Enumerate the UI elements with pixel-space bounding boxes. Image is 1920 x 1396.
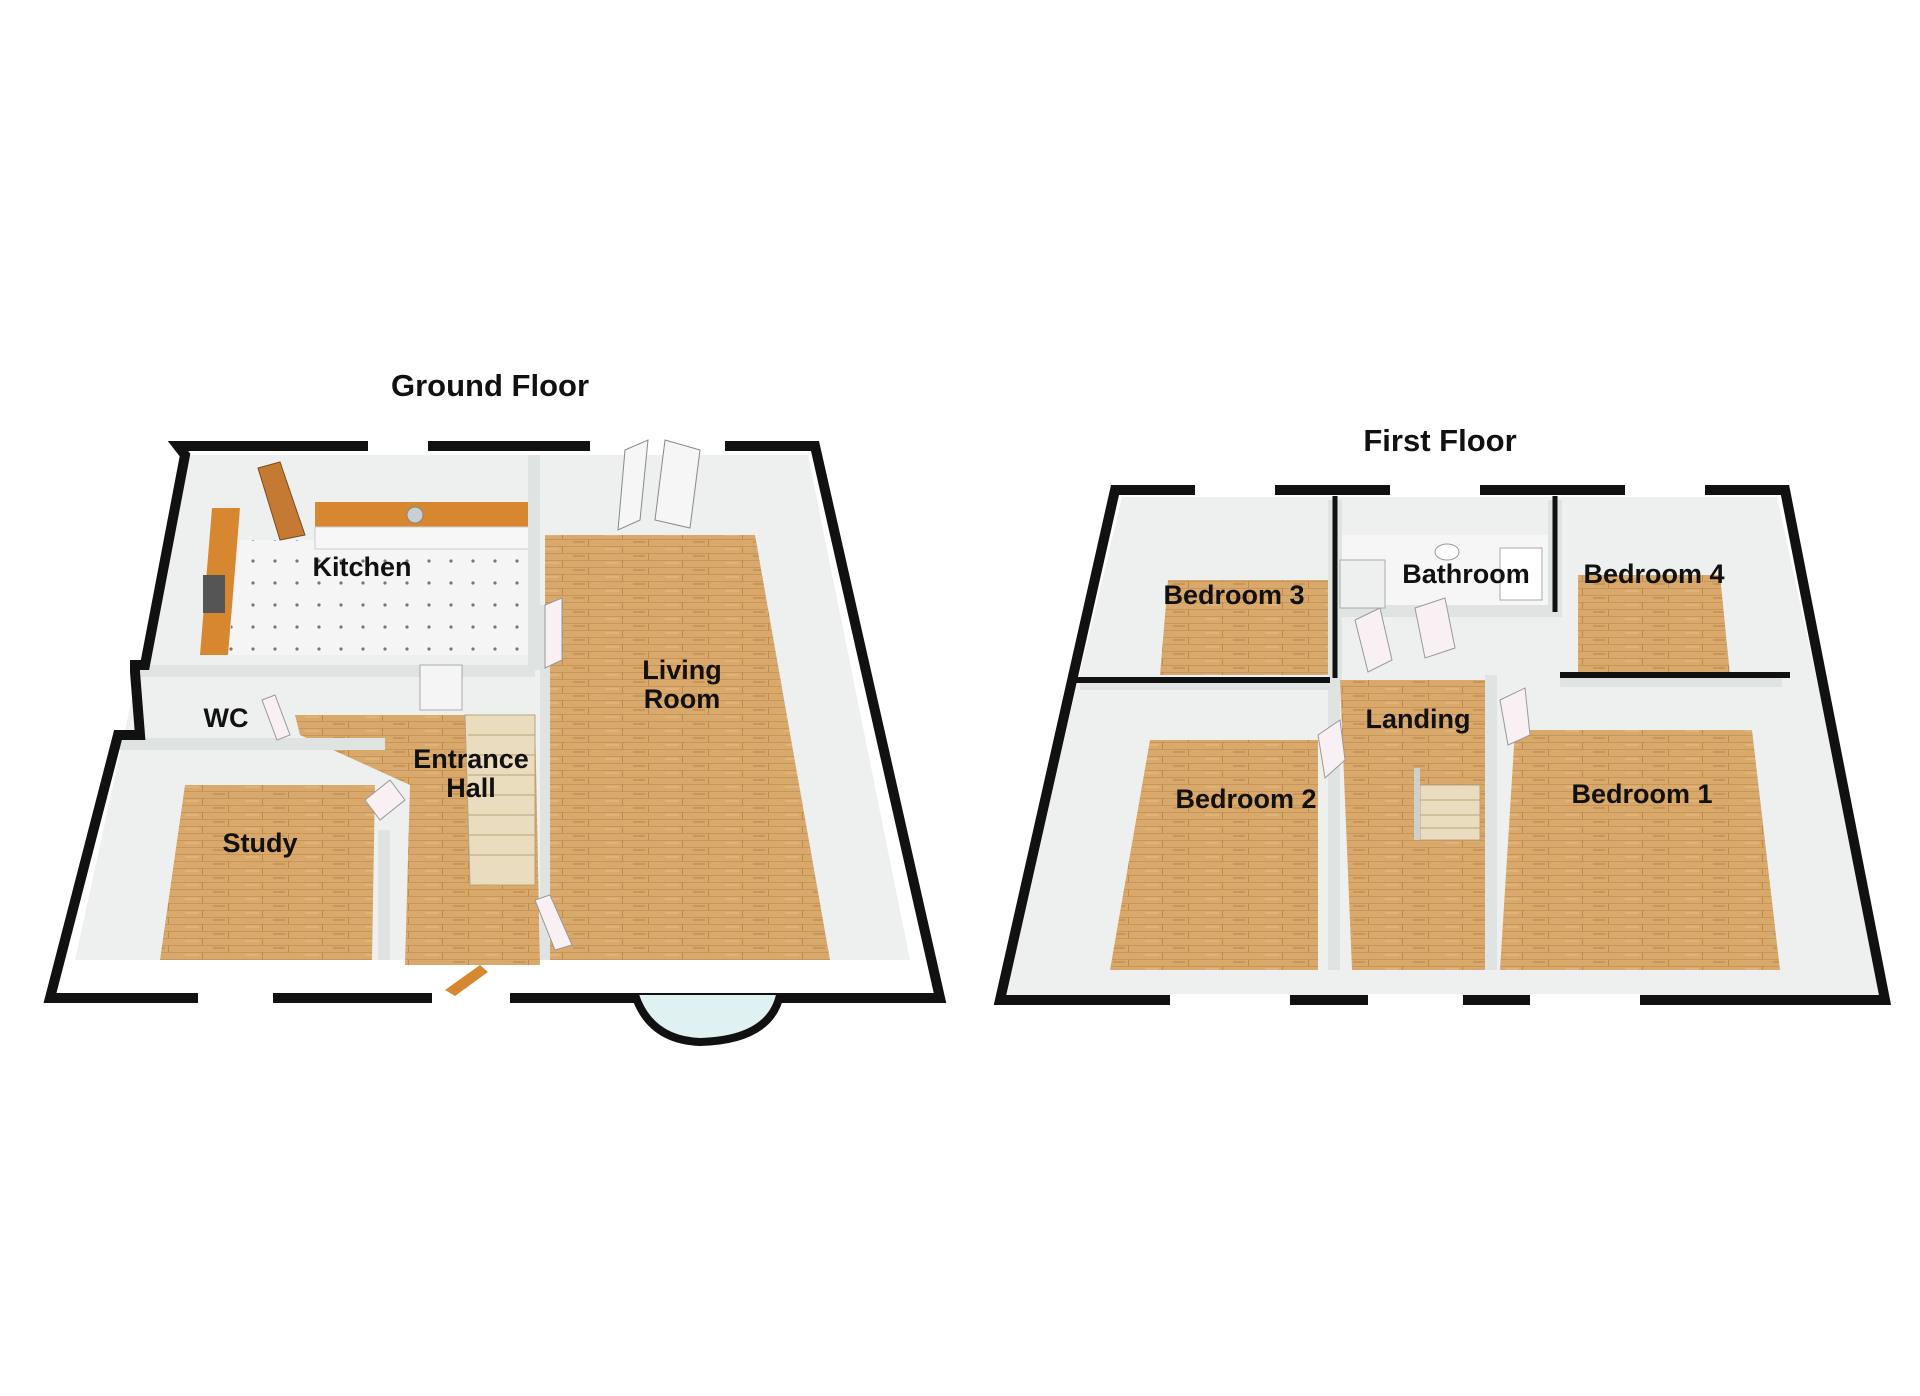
room-label-hall: Hall [446, 773, 496, 803]
first-floor-plan [993, 484, 1892, 1008]
bedroom-2-floor [1110, 740, 1318, 970]
room-label-wc: WC [204, 703, 249, 733]
study-floor [160, 785, 375, 960]
room-label-kitchen: Kitchen [312, 552, 411, 582]
front-door [445, 965, 488, 996]
bedroom-1-door [1499, 687, 1531, 746]
bedroom-3-floor [1160, 580, 1328, 675]
french-door-left [617, 439, 649, 531]
room-label-room: Room [644, 684, 721, 714]
bedroom-1-floor [1500, 730, 1780, 970]
bedroom-4-floor [1578, 575, 1730, 675]
living-room-door [544, 597, 563, 669]
bedroom-4-window [1625, 484, 1705, 496]
bedroom-3-window [1195, 484, 1275, 496]
first-floor-outer-wall [993, 485, 1892, 1005]
room-label-study: Study [222, 828, 297, 858]
landing-floor [1340, 680, 1485, 970]
room-label-entrance: Entrance [413, 744, 529, 774]
room-label-landing: Landing [1366, 704, 1471, 734]
bathroom-window [1390, 484, 1480, 496]
bathroom-door-right [1414, 597, 1456, 659]
landing-stairs [1414, 768, 1481, 841]
hob-icon [203, 575, 225, 613]
bath-icon [1499, 547, 1543, 601]
ground-floor-outer-wall [43, 441, 947, 1003]
room-label-living: Living [642, 655, 722, 685]
study-window [198, 991, 273, 1005]
kitchen-floor [228, 540, 530, 655]
ground-floor-plan [43, 439, 947, 1047]
bay-window [631, 993, 784, 1047]
room-label-bedroom-2: Bedroom 2 [1175, 784, 1316, 814]
living-room-floor [545, 535, 830, 960]
room-label-bathroom: Bathroom [1402, 559, 1530, 589]
hall-door-lower [534, 894, 573, 951]
landing-window [1368, 994, 1463, 1008]
wc-door [261, 694, 291, 741]
patio-window [590, 440, 725, 452]
french-door-right [654, 439, 701, 529]
kitchen-window [368, 440, 428, 452]
ground-stairs [464, 714, 536, 886]
bathroom-floor [1340, 535, 1548, 605]
understairs-cupboard-door [419, 664, 463, 711]
kitchen-back-door [257, 461, 306, 541]
bedroom-2-door [1317, 719, 1346, 779]
bathroom-door-left [1354, 607, 1393, 673]
sink-icon [406, 506, 424, 524]
bedroom-2-window [1170, 994, 1290, 1008]
ground-floor-title: Ground Floor [391, 368, 589, 403]
airing-cupboard [1339, 559, 1386, 609]
room-label-bedroom-4: Bedroom 4 [1583, 559, 1724, 589]
bedroom-1-window [1530, 994, 1640, 1008]
front-door-gap [432, 991, 510, 1005]
basin-icon [1434, 543, 1460, 561]
first-floor-title: First Floor [1363, 423, 1516, 458]
study-door [364, 779, 406, 821]
room-label-bedroom-1: Bedroom 1 [1571, 779, 1712, 809]
room-label-bedroom-3: Bedroom 3 [1163, 580, 1304, 610]
